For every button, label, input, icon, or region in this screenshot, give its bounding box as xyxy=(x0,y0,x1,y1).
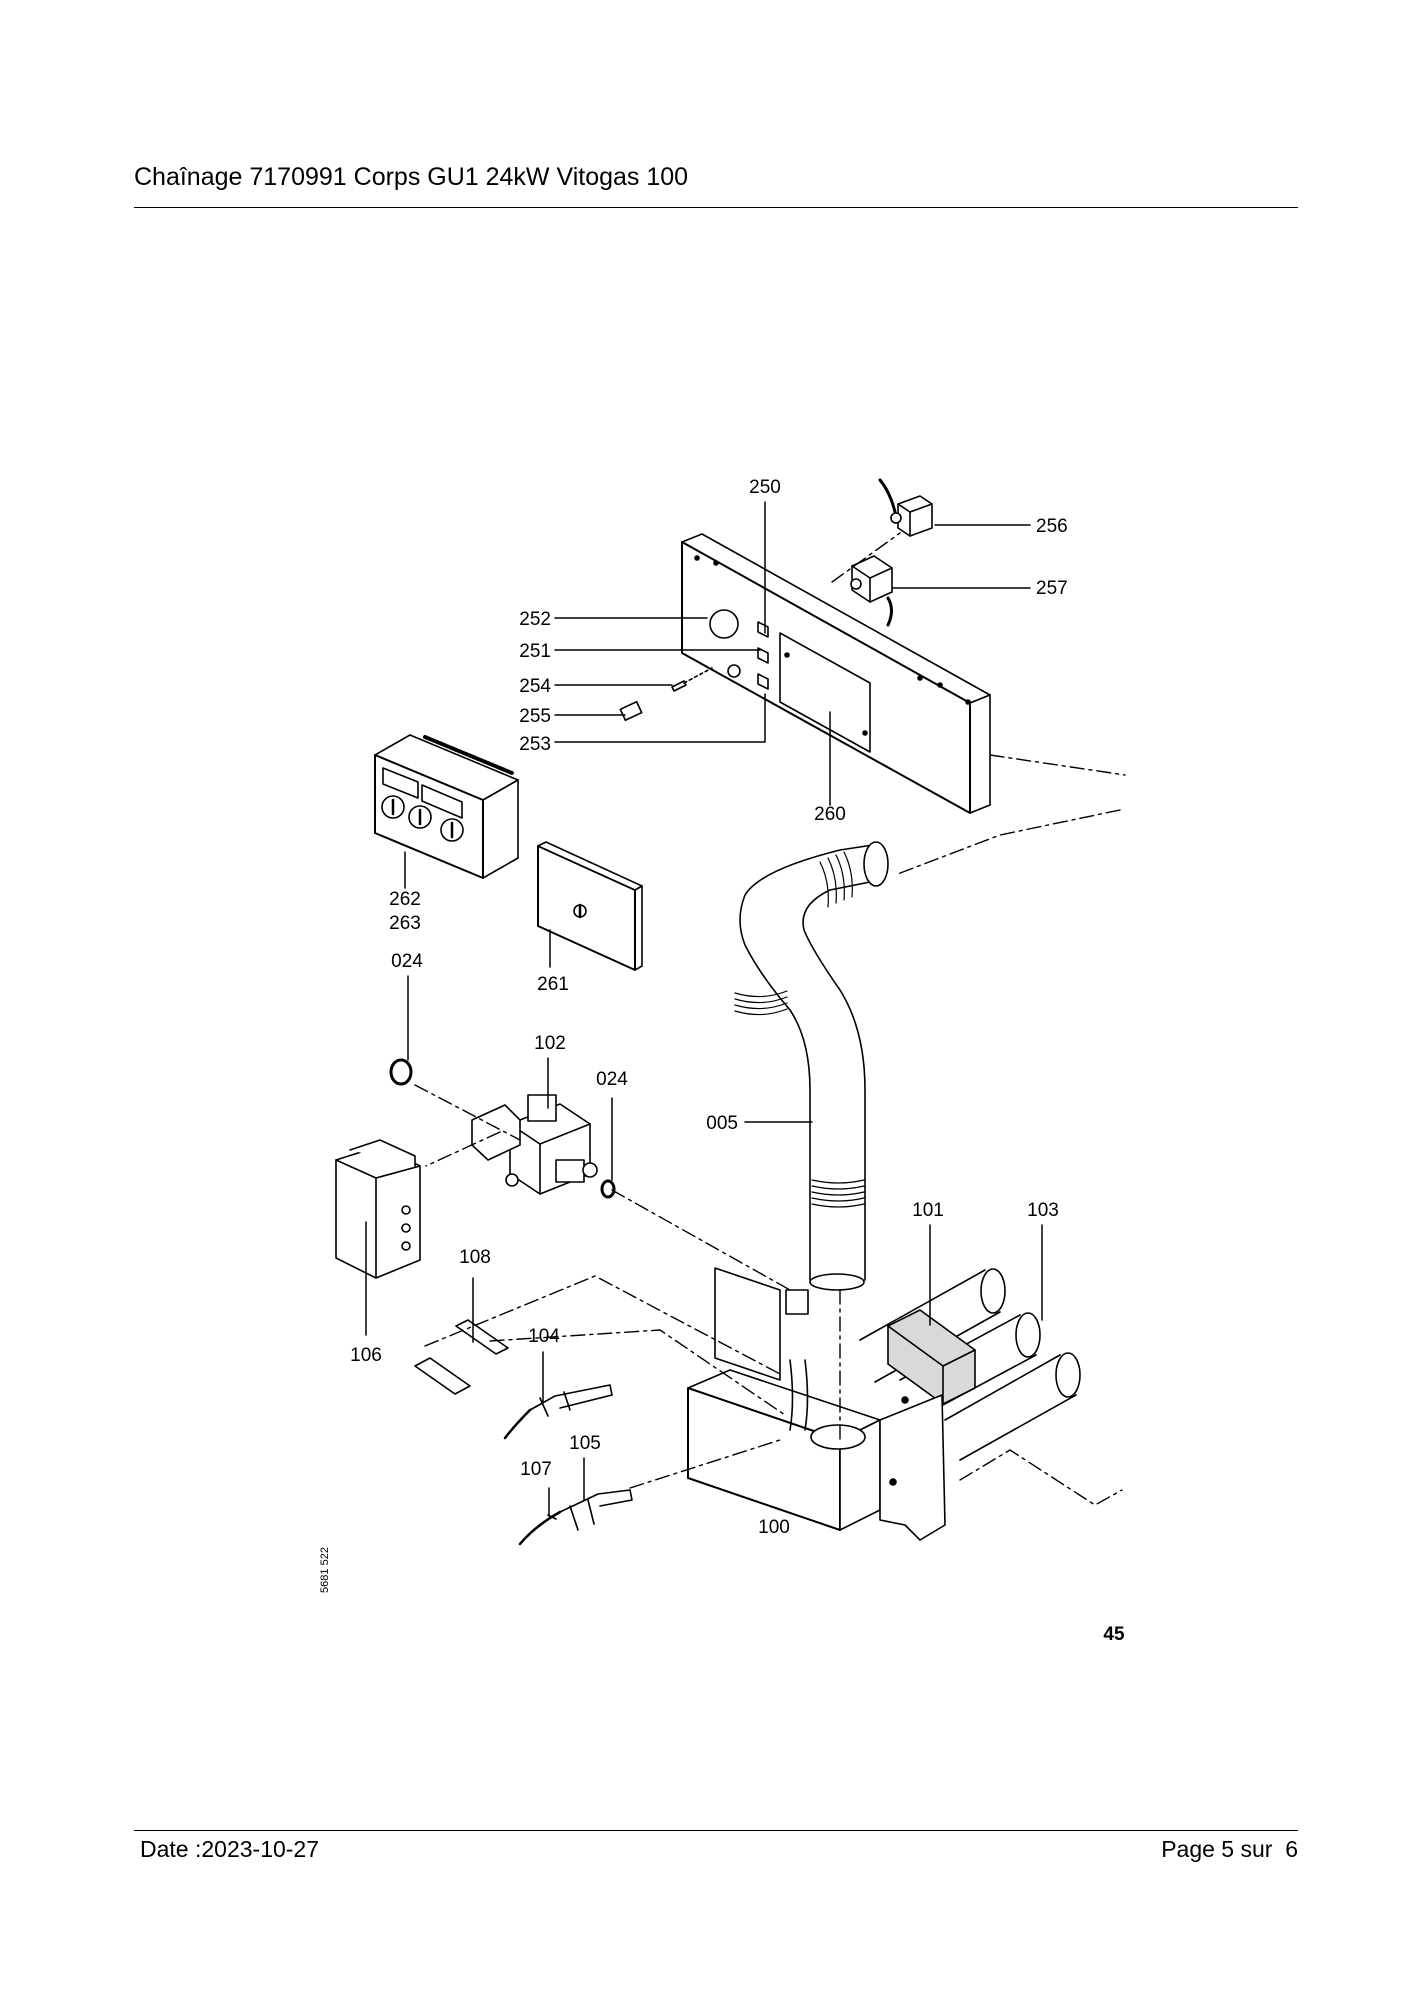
callout-250: 250 xyxy=(749,477,781,498)
control-panel-260 xyxy=(681,533,991,814)
switch-256 xyxy=(878,478,933,537)
cover-plate-261 xyxy=(537,841,643,971)
callout-106: 106 xyxy=(350,1345,382,1366)
callout-105: 105 xyxy=(569,1433,601,1454)
callout-024-left: 024 xyxy=(391,951,423,972)
drawing-code: 5681 522 xyxy=(319,1547,331,1593)
footer-divider xyxy=(134,1830,1298,1831)
insulation-101 xyxy=(887,1309,976,1405)
footer-page-number: Page 5 sur 6 xyxy=(1161,1836,1298,1862)
callout-254: 254 xyxy=(519,676,551,697)
small-parts-254-255 xyxy=(619,667,713,722)
callout-256: 256 xyxy=(1036,516,1068,537)
combustion-chamber-100 xyxy=(687,1267,946,1541)
callout-253: 253 xyxy=(519,734,551,755)
electrode-105-107 xyxy=(518,1489,633,1546)
leader-lines xyxy=(365,501,1043,1517)
o-ring-024-right xyxy=(600,1179,616,1199)
callout-263: 263 xyxy=(389,913,421,934)
page-title: Chaînage 7170991 Corps GU1 24kW Vitogas … xyxy=(134,163,689,191)
callout-005: 005 xyxy=(706,1113,738,1134)
footer-date: Date :2023-10-27 xyxy=(140,1836,320,1862)
callout-104: 104 xyxy=(528,1326,560,1347)
o-ring-024-left xyxy=(389,1058,413,1086)
callout-262: 262 xyxy=(389,889,421,910)
callout-101: 101 xyxy=(912,1200,944,1221)
assembly-lines xyxy=(414,532,1126,1506)
callout-261: 261 xyxy=(537,974,569,995)
header-divider xyxy=(134,207,1298,208)
callout-260: 260 xyxy=(814,804,846,825)
gas-valve-102 xyxy=(471,1094,598,1195)
callout-251: 251 xyxy=(519,641,551,662)
callout-255: 255 xyxy=(519,706,551,727)
callout-252: 252 xyxy=(519,609,551,630)
thermostat-257 xyxy=(850,555,893,627)
callout-107: 107 xyxy=(520,1459,552,1480)
figure-number: 45 xyxy=(1103,1624,1125,1645)
callout-108: 108 xyxy=(459,1247,491,1268)
module-106 xyxy=(335,1139,421,1279)
callout-103: 103 xyxy=(1027,1200,1059,1221)
electrode-104 xyxy=(503,1384,613,1440)
callout-102: 102 xyxy=(534,1033,566,1054)
callout-100: 100 xyxy=(758,1517,790,1538)
control-unit-262 xyxy=(374,734,519,879)
callout-257: 257 xyxy=(1036,578,1068,599)
burner-tubes-103 xyxy=(859,1268,1081,1461)
callout-024-right: 024 xyxy=(596,1069,628,1090)
flue-pipe-005 xyxy=(734,841,889,1291)
